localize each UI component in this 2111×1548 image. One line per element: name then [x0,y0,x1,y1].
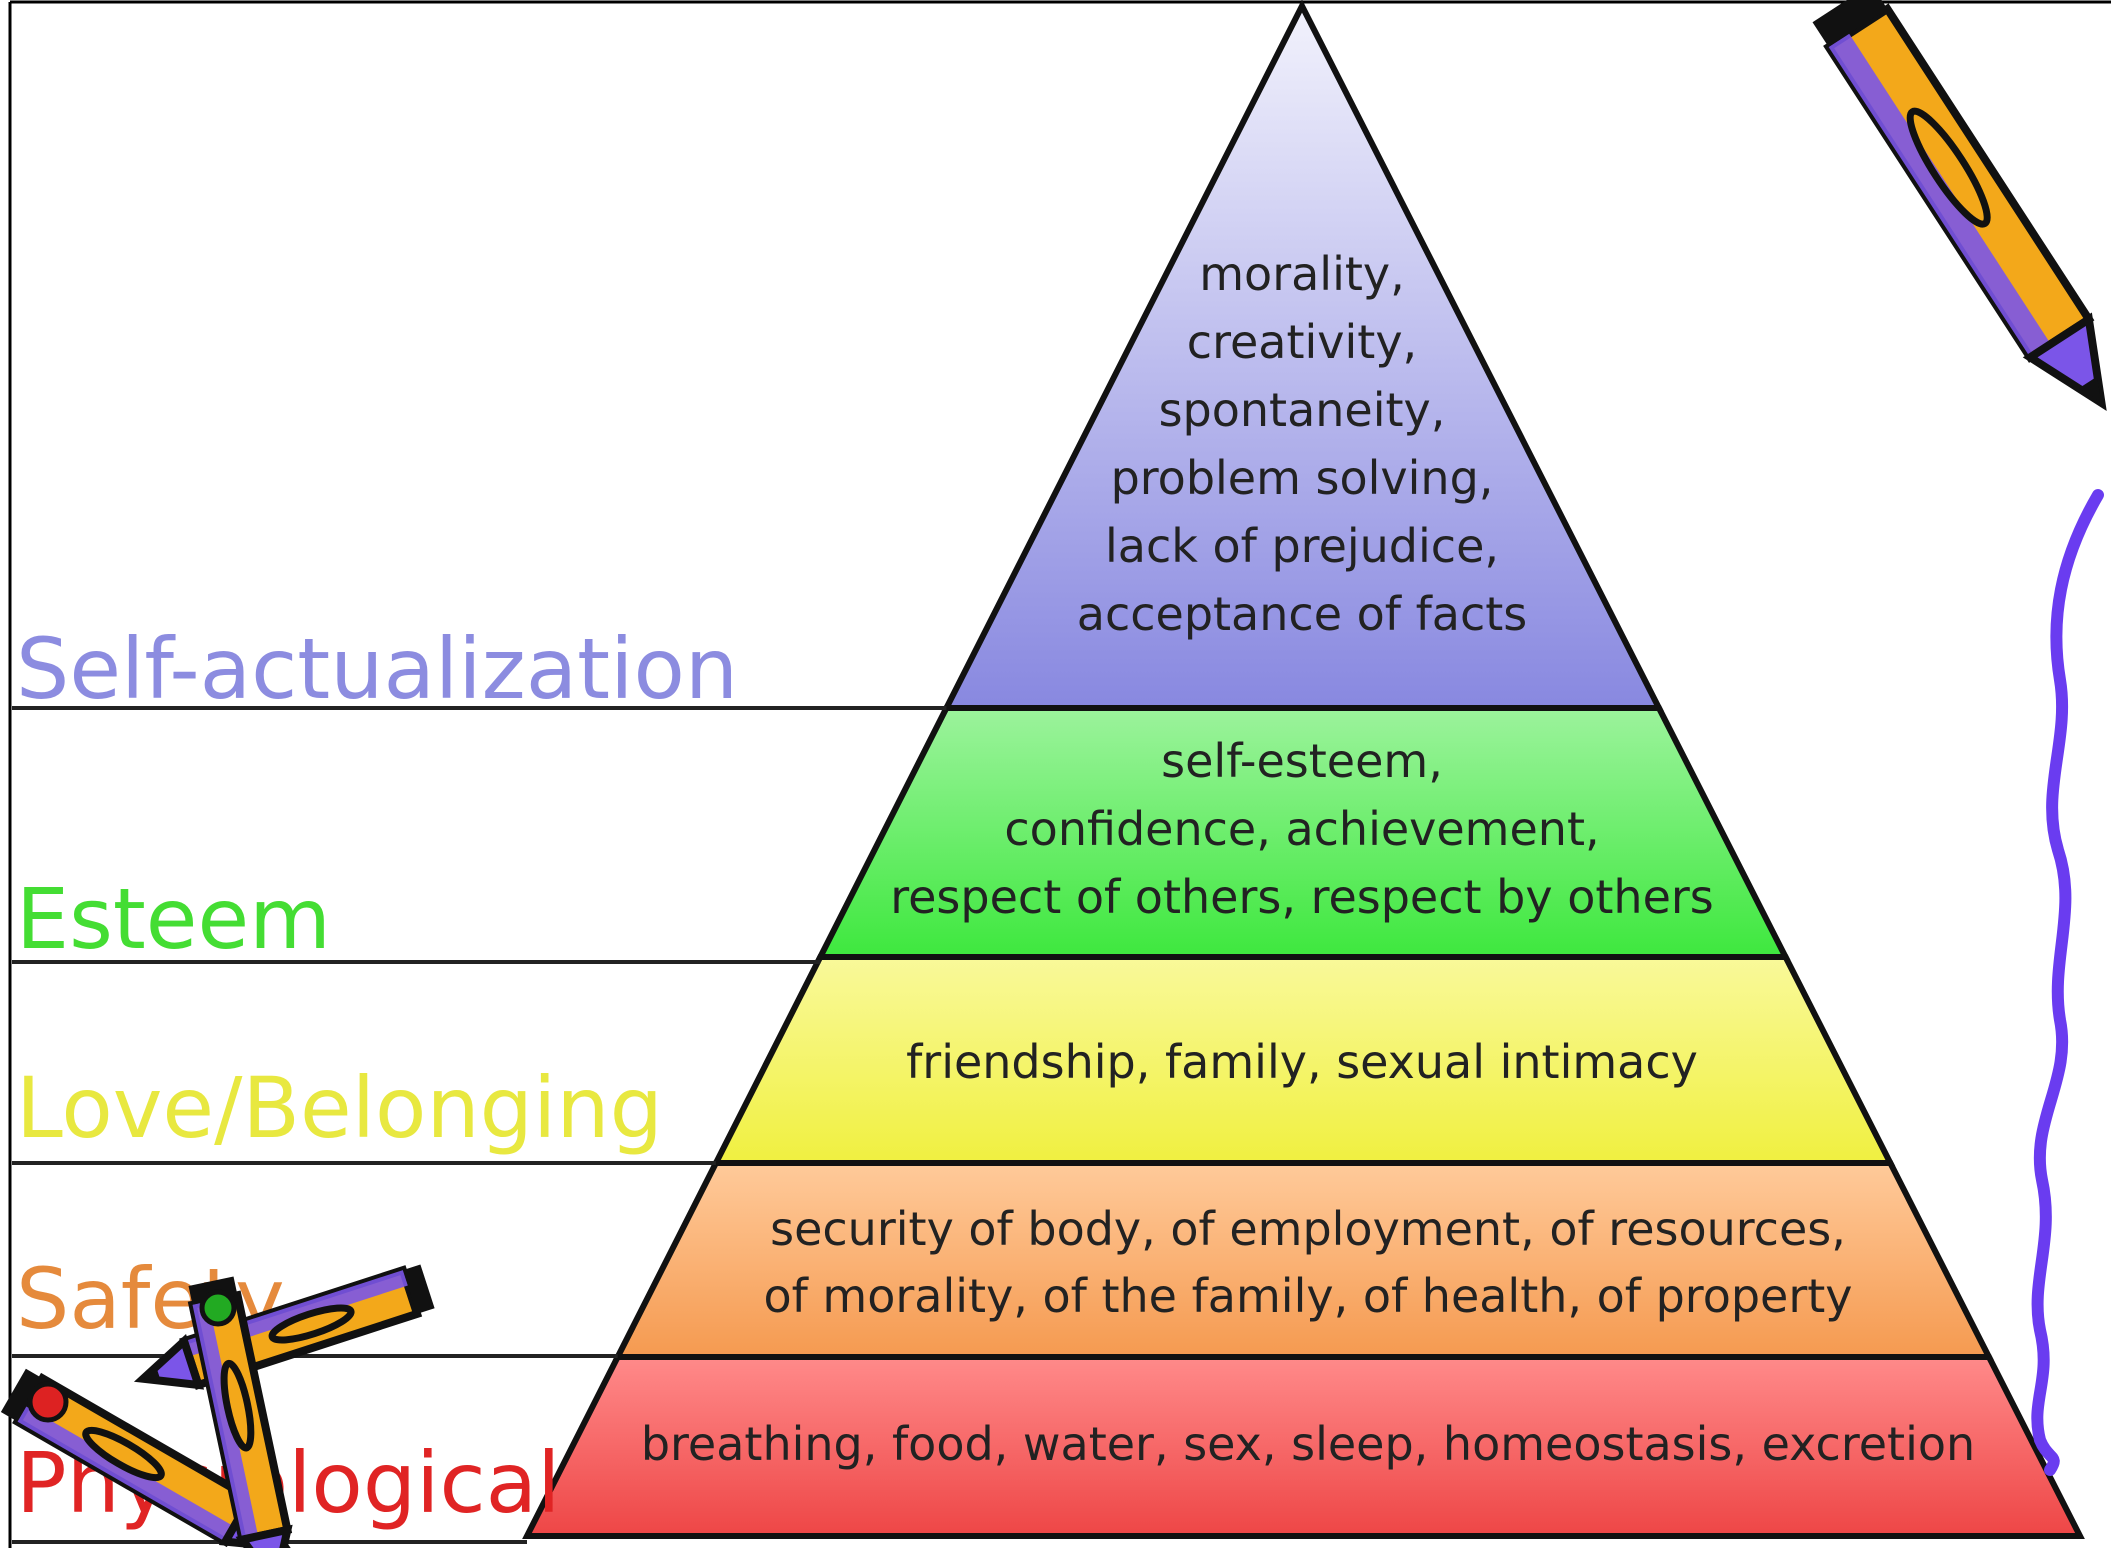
tier-description-line: security of body, of employment, of reso… [770,1202,1846,1256]
tier-description-line: spontaneity, [1159,383,1446,437]
tier-description-line: morality, [1199,247,1405,301]
tier-description-line: self-esteem, [1161,734,1443,788]
tier-descriptions: morality, creativity, spontaneity, problem … [641,247,1975,1471]
squiggle-line [2031,489,2104,1476]
tier-description-line: respect of others, respect by others [890,870,1714,924]
tier-description-line: confidence, achievement, [1004,802,1599,856]
crossed-pencils-icon [0,1264,435,1548]
tier-description-line: lack of prejudice, [1105,519,1499,573]
pencil-eraser-dot [27,1381,69,1423]
tier-description-line: acceptance of facts [1077,587,1528,641]
tier-description-line: of morality, of the family, of health, o… [763,1269,1852,1323]
level-label: Esteem [16,870,331,968]
pyramid-tiers [522,0,2085,1539]
label-leader-lines [12,706,947,1544]
pyramid-tier-4 [612,1160,1994,1360]
level-label: Self-actualization [16,620,738,718]
tier-description-line: breathing, food, water, sex, sleep, home… [641,1417,1975,1471]
pencil-eraser-dot [199,1289,237,1327]
tier-description-line: problem solving, [1111,451,1494,505]
tier-description-line: friendship, family, sexual intimacy [906,1035,1698,1089]
pyramid-tier-5 [522,1354,2085,1539]
level-label: Love/Belonging [16,1059,663,1157]
pencil-icon [1812,0,2107,411]
tier-description-line: creativity, [1187,315,1417,369]
